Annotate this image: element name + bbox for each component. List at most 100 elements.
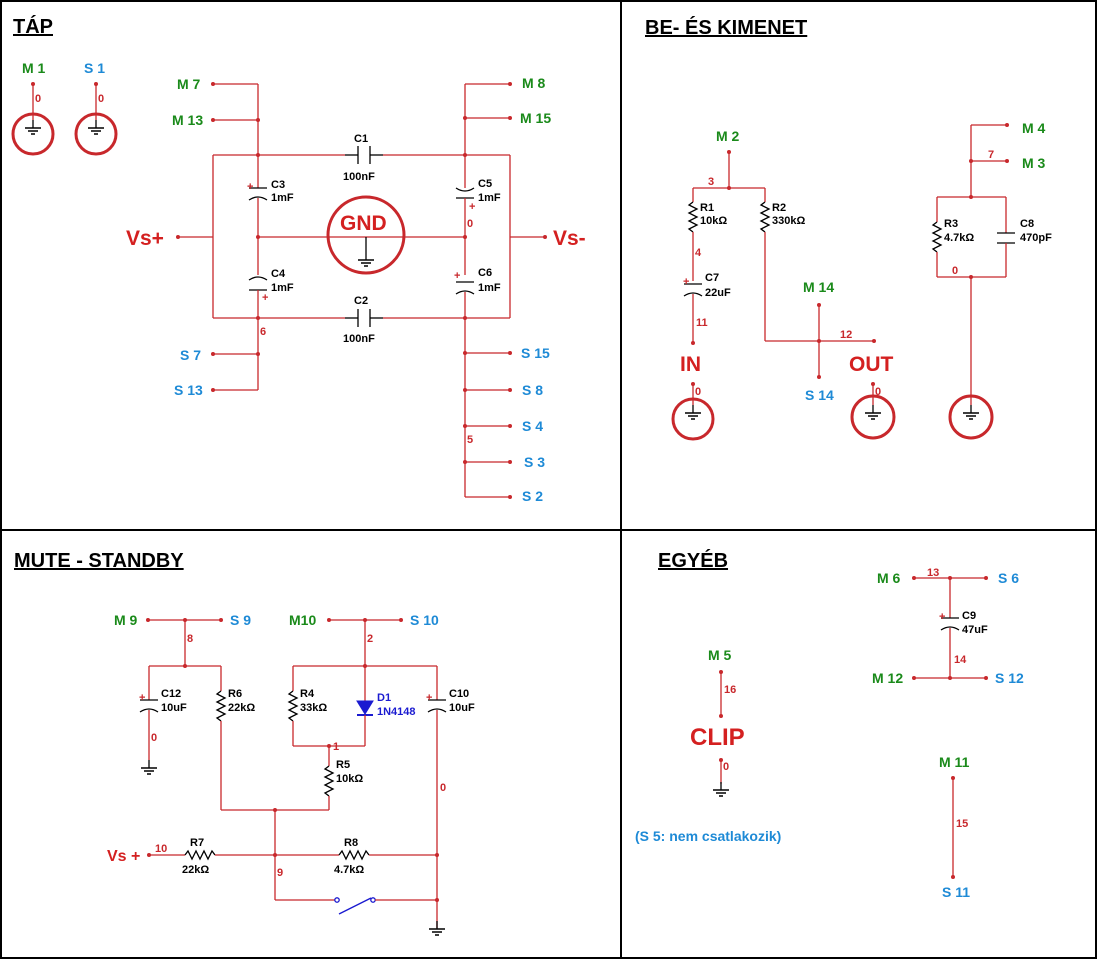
ground-circle bbox=[74, 112, 118, 156]
pin-m9: M 9 bbox=[114, 612, 138, 628]
r2-value: 330kΩ bbox=[772, 215, 805, 227]
c9-label: C9 bbox=[962, 610, 976, 622]
c8-label: C8 bbox=[1020, 218, 1034, 230]
node-label: 12 bbox=[840, 329, 852, 341]
pin-m15: M 15 bbox=[520, 110, 551, 126]
node-label: 13 bbox=[927, 567, 939, 579]
node-label: 15 bbox=[956, 818, 968, 830]
r5-label: R5 bbox=[336, 759, 350, 771]
node-label: 0 bbox=[440, 782, 446, 794]
c3-label: C3 bbox=[271, 179, 285, 191]
c10-polarity: + bbox=[426, 692, 432, 704]
ground-circle bbox=[671, 397, 715, 441]
node-label: 0 bbox=[875, 386, 881, 398]
ground-circle bbox=[850, 394, 896, 440]
node-label: 5 bbox=[467, 434, 473, 446]
vs-plus-label: Vs+ bbox=[126, 227, 164, 250]
pin-m12: M 12 bbox=[872, 670, 903, 686]
pin-m10: M10 bbox=[289, 612, 316, 628]
pin-m3: M 3 bbox=[1022, 155, 1046, 171]
pin-s8: S 8 bbox=[522, 382, 543, 398]
d1-label: D1 bbox=[377, 692, 391, 704]
c3-value: 1mF bbox=[271, 192, 294, 204]
node-label: 9 bbox=[277, 867, 283, 879]
r2-label: R2 bbox=[772, 202, 786, 214]
pin-m11: M 11 bbox=[939, 754, 970, 770]
pin-s4: S 4 bbox=[522, 418, 543, 434]
node-label: 0 bbox=[695, 386, 701, 398]
pin-m14: M 14 bbox=[803, 279, 834, 295]
ground-icon bbox=[24, 119, 42, 135]
misc-section: M 5 16 CLIP 0 M 6 S 6 13 + C9 47uF 14 M … bbox=[635, 567, 1024, 900]
pin-s7: S 7 bbox=[180, 347, 201, 363]
c12-label: C12 bbox=[161, 688, 181, 700]
c5-value: 1mF bbox=[478, 192, 501, 204]
c12-value: 10uF bbox=[161, 702, 187, 714]
pin-s3: S 3 bbox=[524, 454, 545, 470]
node-label: 6 bbox=[260, 326, 266, 338]
pin-s14: S 14 bbox=[805, 387, 834, 403]
section-title-mute: MUTE - STANDBY bbox=[14, 550, 184, 572]
c7-label: C7 bbox=[705, 272, 719, 284]
r6-label: R6 bbox=[228, 688, 242, 700]
pin-s6: S 6 bbox=[998, 570, 1019, 586]
vs-plus-mute-label: Vs + bbox=[107, 848, 140, 865]
ground-icon bbox=[864, 404, 882, 420]
switch-icon bbox=[338, 897, 372, 915]
pin-m1: M 1 bbox=[22, 60, 46, 76]
r4-label: R4 bbox=[300, 688, 315, 700]
c4-label: C4 bbox=[271, 268, 286, 280]
mute-section: M 9 S 9 8 + C12 10uF 0 R6 22kΩ M10 S 10 bbox=[107, 612, 475, 936]
pin-m6: M 6 bbox=[877, 570, 901, 586]
c5-label: C5 bbox=[478, 178, 492, 190]
pin-s15: S 15 bbox=[521, 345, 550, 361]
node-label: 16 bbox=[724, 684, 736, 696]
pin-s9: S 9 bbox=[230, 612, 251, 628]
node-label: 0 bbox=[98, 93, 104, 105]
ground-icon bbox=[712, 781, 730, 797]
c6-polarity: + bbox=[454, 270, 460, 282]
ground-icon bbox=[87, 119, 105, 135]
pin-s10: S 10 bbox=[410, 612, 439, 628]
ground-icon bbox=[140, 759, 158, 775]
r7-value: 22kΩ bbox=[182, 864, 209, 876]
r5-value: 10kΩ bbox=[336, 773, 363, 785]
node-label: 0 bbox=[723, 761, 729, 773]
pin-m13: M 13 bbox=[172, 112, 203, 128]
c9-value: 47uF bbox=[962, 624, 988, 636]
ground-icon bbox=[428, 920, 446, 936]
c1-label: C1 bbox=[354, 133, 368, 145]
r4-value: 33kΩ bbox=[300, 702, 327, 714]
section-title-misc: EGYÉB bbox=[658, 549, 728, 572]
c7-value: 22uF bbox=[705, 287, 731, 299]
node-label: 0 bbox=[151, 732, 157, 744]
pin-s12: S 12 bbox=[995, 670, 1024, 686]
r3-label: R3 bbox=[944, 218, 958, 230]
node-label: 0 bbox=[952, 265, 958, 277]
s5-note: (S 5: nem csatlakozik) bbox=[635, 828, 781, 844]
r1-value: 10kΩ bbox=[700, 215, 727, 227]
c6-value: 1mF bbox=[478, 282, 501, 294]
ground-circle bbox=[11, 112, 55, 156]
c2-label: C2 bbox=[354, 295, 368, 307]
pin-m8: M 8 bbox=[522, 75, 546, 91]
clip-label: CLIP bbox=[690, 724, 745, 751]
pin-m5: M 5 bbox=[708, 647, 732, 663]
tap-section: M 1 0 S 1 0 M 7 M 13 M 8 M 15 bbox=[11, 60, 586, 504]
c5-polarity: + bbox=[469, 201, 475, 213]
c2-value: 100nF bbox=[343, 333, 375, 345]
c6-label: C6 bbox=[478, 267, 492, 279]
node-label: 8 bbox=[187, 633, 193, 645]
ground-circle bbox=[948, 394, 994, 440]
pin-s13: S 13 bbox=[174, 382, 203, 398]
c10-value: 10uF bbox=[449, 702, 475, 714]
section-title-tap: TÁP bbox=[13, 15, 53, 38]
gnd-label: GND bbox=[340, 212, 387, 235]
in-label: IN bbox=[680, 353, 701, 376]
c4-polarity: + bbox=[262, 292, 268, 304]
node-label: 7 bbox=[988, 149, 994, 161]
ground-icon bbox=[357, 251, 375, 267]
pin-s2: S 2 bbox=[522, 488, 543, 504]
section-title-io: BE- ÉS KIMENET bbox=[645, 16, 807, 39]
c7-polarity: + bbox=[683, 276, 689, 288]
